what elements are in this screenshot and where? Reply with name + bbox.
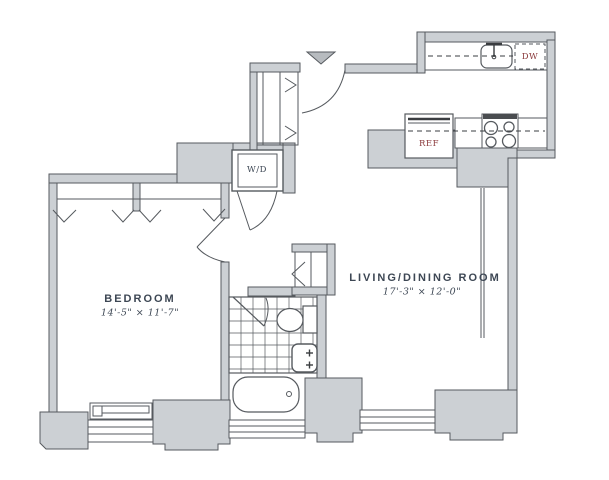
bedroom-door [196, 217, 226, 263]
wall-kitchen-bottom [516, 149, 556, 159]
wall-kitchen-left [416, 31, 426, 74]
refrigerator [404, 113, 454, 159]
wall-closet-divider [132, 182, 141, 212]
living-room-window [359, 409, 436, 431]
dishwasher [514, 43, 546, 70]
walls [39, 31, 556, 451]
refrigerator-label: REF [418, 139, 440, 149]
kitchen [404, 41, 548, 159]
bathroom-window [228, 419, 306, 439]
burner [501, 133, 517, 149]
dishwasher-label: DW [521, 52, 539, 62]
closet-door-chevron [202, 208, 226, 222]
bedroom-window [87, 419, 154, 443]
wd-door-leaf [236, 190, 251, 231]
pier-right [434, 389, 518, 441]
wall-lr-closet-right [326, 243, 336, 296]
wall-kitchen-right [546, 39, 556, 159]
burner [503, 121, 515, 133]
closet-door-chevron [284, 125, 297, 141]
living-dining-label: LIVING/DINING ROOM [349, 272, 501, 284]
bedroom-door-swing [196, 246, 226, 263]
wall-closet-top [249, 62, 301, 73]
toilet [276, 305, 318, 334]
washer-dryer-closet [231, 149, 284, 231]
wd-door-swing [249, 190, 278, 231]
pier-center [152, 399, 231, 451]
bedroom-closets [52, 198, 226, 223]
pier-bath [304, 377, 363, 443]
hall-closet [256, 71, 299, 146]
bathtub [232, 376, 300, 413]
bedroom-door-leaf [196, 217, 226, 248]
burner [485, 136, 497, 148]
wall-bedroom-right-lower [220, 261, 230, 403]
living-room-closet [291, 251, 328, 288]
bathroom-sink [291, 343, 318, 373]
burner [483, 120, 499, 136]
bathroom [228, 296, 318, 413]
bedroom-dimensions: 14'-5" × 11'-7" [100, 307, 180, 319]
wall-closet-left [249, 62, 258, 153]
entry-arrow-icon [305, 51, 337, 65]
closet-door-chevron [111, 209, 135, 223]
closet-door-chevron [138, 209, 162, 223]
pier-left [39, 411, 89, 450]
wall-entry-top [344, 63, 426, 74]
wall-living-right [507, 157, 518, 394]
windows [87, 402, 436, 443]
closet-door-chevron [291, 261, 306, 287]
sink-drain [491, 54, 497, 60]
wall-furring-lines [480, 188, 485, 338]
wall-bathroom-right [316, 286, 327, 381]
living-dining-dimensions: 17'-3" × 12'-0" [382, 286, 462, 298]
closet-door-chevron [52, 209, 77, 223]
closet-door-chevron [284, 77, 297, 93]
wall-hall-corner [176, 142, 234, 184]
wall-kitchen-top [416, 31, 556, 43]
entry-door-swing [301, 69, 346, 114]
tub-drain [286, 391, 292, 397]
wall-wd-right [282, 142, 296, 194]
bedroom-label: BEDROOM [104, 293, 176, 305]
bathroom-door-leaf [232, 296, 265, 327]
ptac-unit [89, 402, 153, 420]
bathroom-door-swing [263, 297, 269, 327]
wall-bathroom-top [247, 286, 296, 297]
washer-dryer-label: W/D [247, 165, 267, 175]
